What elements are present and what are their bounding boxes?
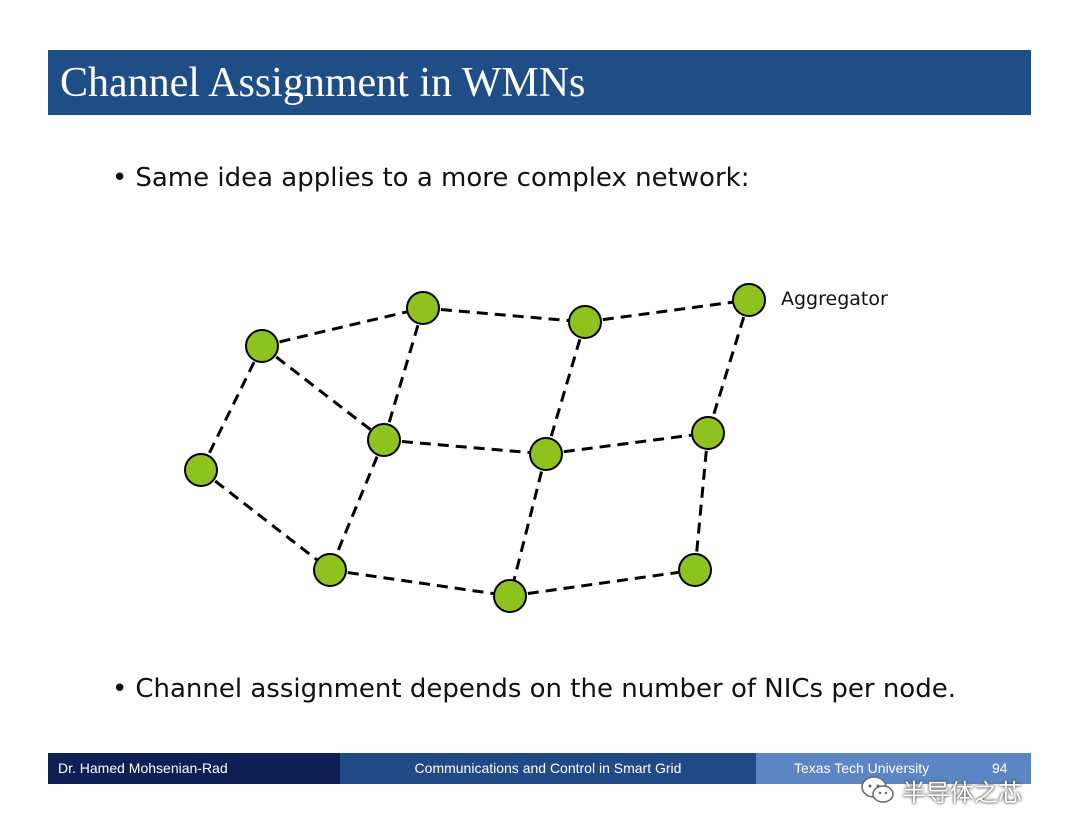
edge-n3-n4 bbox=[584, 298, 750, 324]
edge-n6-n7 bbox=[383, 438, 547, 456]
edge-n9-n10 bbox=[329, 568, 511, 598]
footer-author: Dr. Hamed Mohsenian-Rad bbox=[48, 753, 340, 784]
bullet-text: Same idea applies to a more complex netw… bbox=[135, 163, 750, 193]
aggregator-label: Aggregator bbox=[781, 288, 888, 310]
network-node-n5 bbox=[184, 453, 218, 487]
watermark-text: 半导体之芯 bbox=[902, 778, 1022, 807]
network-node-n9 bbox=[313, 553, 347, 587]
network-node-n7 bbox=[529, 437, 563, 471]
network-node-n4 bbox=[732, 283, 766, 317]
footer-university: Texas Tech University bbox=[794, 760, 930, 776]
network-node-n2 bbox=[406, 291, 440, 325]
footer-university-section: Texas Tech University 94 bbox=[756, 753, 1031, 784]
edge-n7-n10 bbox=[508, 453, 548, 597]
nodes-layer bbox=[184, 283, 766, 613]
edge-n6-n9 bbox=[328, 439, 386, 571]
footer-bar: Dr. Hamed Mohsenian-Rad Communications a… bbox=[48, 753, 1031, 784]
edge-n2-n3 bbox=[422, 306, 586, 324]
edge-n2-n6 bbox=[382, 307, 425, 441]
bullet-dot: • bbox=[112, 163, 128, 193]
page-number: 94 bbox=[992, 760, 1008, 776]
edge-n10-n11 bbox=[509, 568, 696, 598]
slide-title: Channel Assignment in WMNs bbox=[60, 60, 586, 106]
bullet-item: •Same idea applies to a more complex net… bbox=[112, 163, 749, 193]
network-node-n10 bbox=[493, 579, 527, 613]
network-node-n3 bbox=[568, 305, 602, 339]
edge-n8-n11 bbox=[693, 432, 710, 571]
watermark: 半导体之芯 bbox=[860, 770, 1022, 810]
network-node-n11 bbox=[678, 553, 712, 587]
wechat-icon bbox=[861, 776, 894, 803]
network-node-n6 bbox=[367, 423, 401, 457]
footer-course: Communications and Control in Smart Grid bbox=[340, 753, 756, 784]
bullet-text: Channel assignment depends on the number… bbox=[135, 674, 956, 704]
edge-n3-n7 bbox=[544, 321, 587, 455]
edges-layer bbox=[199, 298, 751, 598]
edge-n1-n5 bbox=[199, 345, 264, 471]
bullet-dot: • bbox=[112, 674, 128, 704]
edge-n1-n2 bbox=[261, 306, 424, 348]
title-bar: Channel Assignment in WMNs bbox=[48, 50, 1031, 115]
bullet-item: •Channel assignment depends on the numbe… bbox=[112, 674, 956, 704]
network-node-n1 bbox=[245, 329, 279, 363]
edge-n4-n8 bbox=[706, 299, 751, 434]
edge-n1-n6 bbox=[261, 344, 385, 442]
network-node-n8 bbox=[691, 416, 725, 450]
edge-n5-n9 bbox=[200, 468, 331, 572]
edge-n7-n8 bbox=[545, 431, 709, 456]
